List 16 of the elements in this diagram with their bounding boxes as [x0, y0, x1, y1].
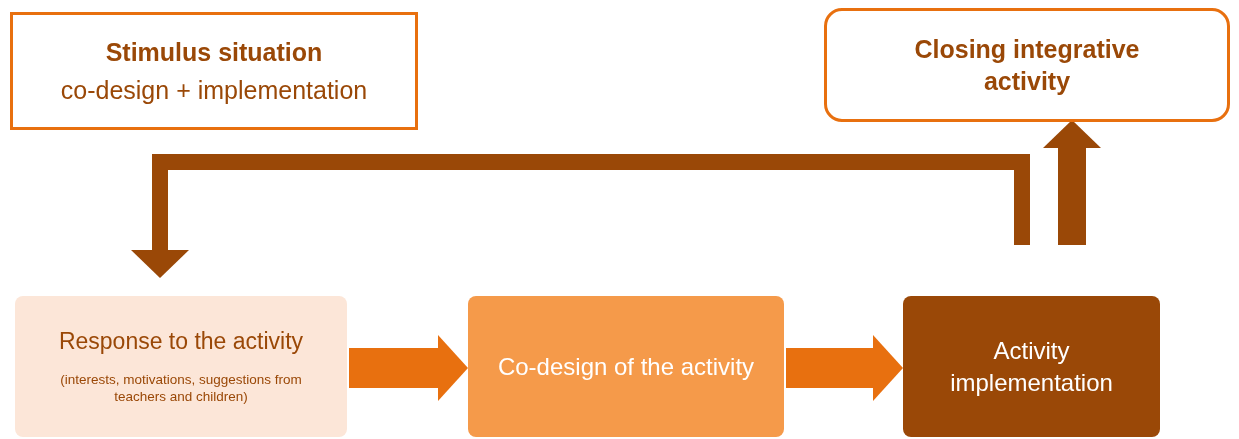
arrow	[786, 335, 903, 401]
node-title: Stimulus situation	[104, 36, 324, 68]
process-box	[15, 296, 347, 437]
node-title: Response to the activity	[57, 327, 305, 356]
situation-box	[10, 12, 418, 130]
node-title: Activity implementation	[949, 336, 1114, 398]
arrow	[349, 335, 468, 401]
node-title: Closing integrative activity	[913, 33, 1141, 97]
arrow	[1043, 120, 1101, 245]
process-box	[468, 296, 784, 437]
node-title: Co-design of the activity	[496, 351, 756, 382]
node-text: co-design + implementation	[59, 75, 369, 106]
outcome-box	[824, 8, 1230, 122]
process-box	[903, 296, 1160, 437]
node-text: (interests, motivations, suggestions from teachers and children)	[59, 370, 303, 406]
arrow	[131, 154, 1030, 278]
